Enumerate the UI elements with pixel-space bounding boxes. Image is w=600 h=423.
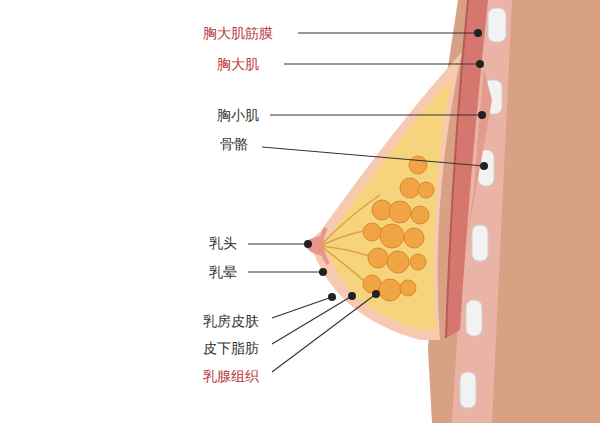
leader-lines [248,29,488,372]
part-label: 乳房皮肤 [203,313,259,329]
pectoral-fascia [446,0,468,338]
part-label: 乳腺组织 [203,368,259,384]
part-label: 胸大肌筋膜 [203,25,273,41]
part-label: 胸小肌 [217,107,259,123]
part-label: 皮下脂肪 [203,340,259,356]
pectoralis-major [446,0,488,338]
part-label: 骨骼 [220,136,248,152]
part-label: 乳晕 [209,264,237,280]
part-label: 乳头 [209,235,237,251]
breast-skin [310,52,462,340]
subcutaneous-fat [325,78,452,330]
glandular-tissue [363,156,434,301]
part-label: 胸大肌 [217,56,259,72]
